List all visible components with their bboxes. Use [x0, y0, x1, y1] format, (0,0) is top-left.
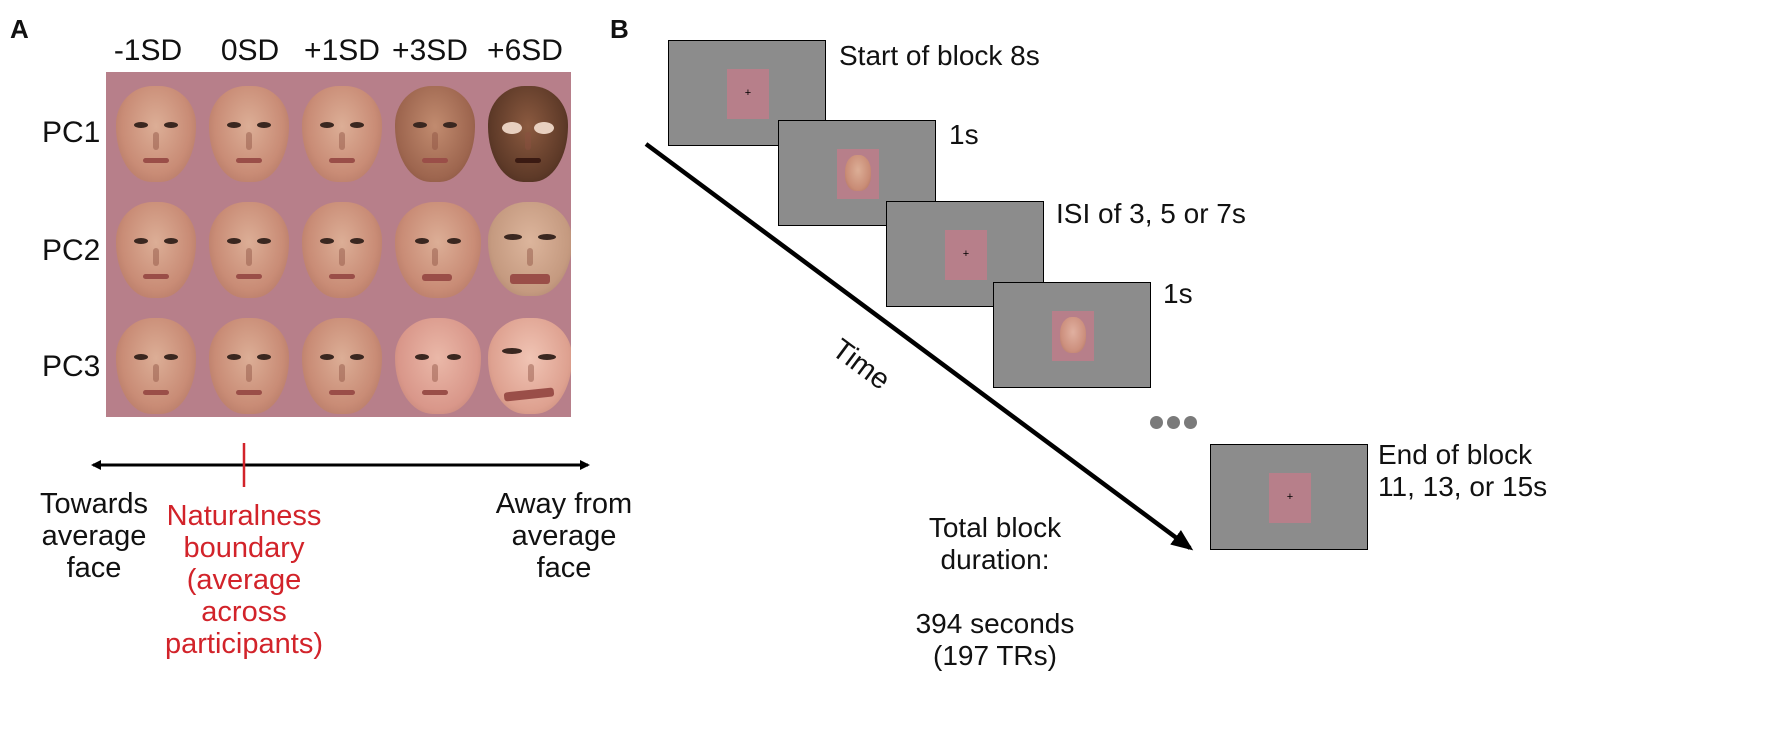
- face-image: [488, 86, 568, 182]
- face-image: [209, 318, 289, 414]
- face-image: [209, 202, 289, 298]
- screen-label: Start of block 8s: [839, 40, 1040, 71]
- face-image: [488, 318, 571, 414]
- face-image: [116, 202, 196, 298]
- away-from-average-label: Away from average face: [495, 488, 633, 584]
- noise-fixation-stimulus: +: [945, 230, 987, 280]
- face-image: [395, 86, 475, 182]
- screen-label: ISI of 3, 5 or 7s: [1056, 198, 1246, 229]
- column-label: +3SD: [392, 34, 468, 67]
- face-stimulus-grid: [106, 72, 571, 417]
- screen-label: 1s: [1163, 278, 1193, 309]
- row-label: PC3: [42, 350, 101, 383]
- ellipsis-dot: [1167, 416, 1180, 429]
- face-image: [302, 318, 382, 414]
- face-image: [116, 318, 196, 414]
- face-stimulus: [837, 149, 879, 199]
- row-label: PC1: [42, 116, 101, 149]
- row-label: PC2: [42, 234, 101, 267]
- screen-label: 1s: [949, 119, 979, 150]
- face-image: [302, 86, 382, 182]
- panel-a-letter: A: [10, 14, 29, 44]
- total-block-duration: Total block duration: 394 seconds (197 T…: [915, 512, 1075, 671]
- column-label: 0SD: [220, 34, 280, 67]
- face-image: [395, 202, 481, 298]
- noise-fixation-stimulus: +: [1269, 473, 1311, 523]
- face-image: [488, 202, 571, 296]
- panel-b-letter: B: [610, 14, 629, 44]
- face-image: [395, 318, 481, 414]
- naturalness-axis: [91, 443, 590, 487]
- screen-label: End of block 11, 13, or 15s: [1378, 439, 1548, 502]
- towards-average-label: Towards average face: [40, 488, 148, 584]
- noise-fixation-stimulus: +: [727, 69, 769, 119]
- column-label: +6SD: [487, 34, 563, 67]
- trial-screen: +: [886, 201, 1044, 307]
- face-image: [116, 86, 196, 182]
- trial-screen: +: [1210, 444, 1368, 550]
- ellipsis-dot: [1184, 416, 1197, 429]
- naturalness-boundary-label: Naturalness boundary (average across par…: [165, 500, 323, 660]
- ellipsis-dot: [1150, 416, 1163, 429]
- column-label: -1SD: [113, 34, 183, 67]
- face-stimulus: [1052, 311, 1094, 361]
- trial-screen: [993, 282, 1151, 388]
- column-label: +1SD: [304, 34, 380, 67]
- face-image: [302, 202, 382, 298]
- time-arrow: [644, 142, 1194, 551]
- face-image: [209, 86, 289, 182]
